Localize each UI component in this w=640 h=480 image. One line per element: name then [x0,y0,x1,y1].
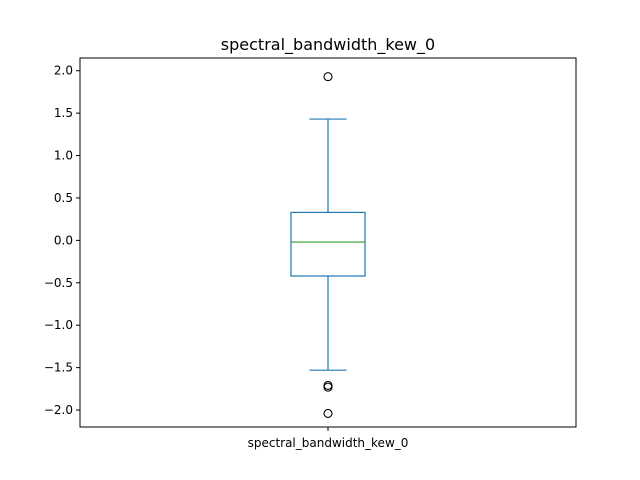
y-tick-label: 0.5 [54,191,73,205]
y-tick-label: −0.5 [44,276,73,290]
y-tick-label: −1.5 [44,361,73,375]
plot-frame [79,57,577,428]
interquartile-box [290,211,366,277]
y-tick-label: 2.0 [54,64,73,78]
outlier-point [323,72,333,82]
x-tick-label: spectral_bandwidth_kew_0 [248,436,409,450]
y-tick-label: −2.0 [44,403,73,417]
plot-marks [290,72,366,418]
x-axis-ticks: spectral_bandwidth_kew_0 [248,427,409,450]
outlier-point [323,408,333,418]
y-tick-label: 0.0 [54,233,73,247]
outlier-point [323,382,333,392]
chart-title: spectral_bandwidth_kew_0 [221,35,435,55]
y-tick-label: −1.0 [44,318,73,332]
y-axis-ticks: −2.0 −1.5 −1.0 −0.5 0.0 0.5 1.0 1.5 2.0 [44,64,80,417]
y-tick-label: 1.0 [54,149,73,163]
y-tick-label: 1.5 [54,106,73,120]
